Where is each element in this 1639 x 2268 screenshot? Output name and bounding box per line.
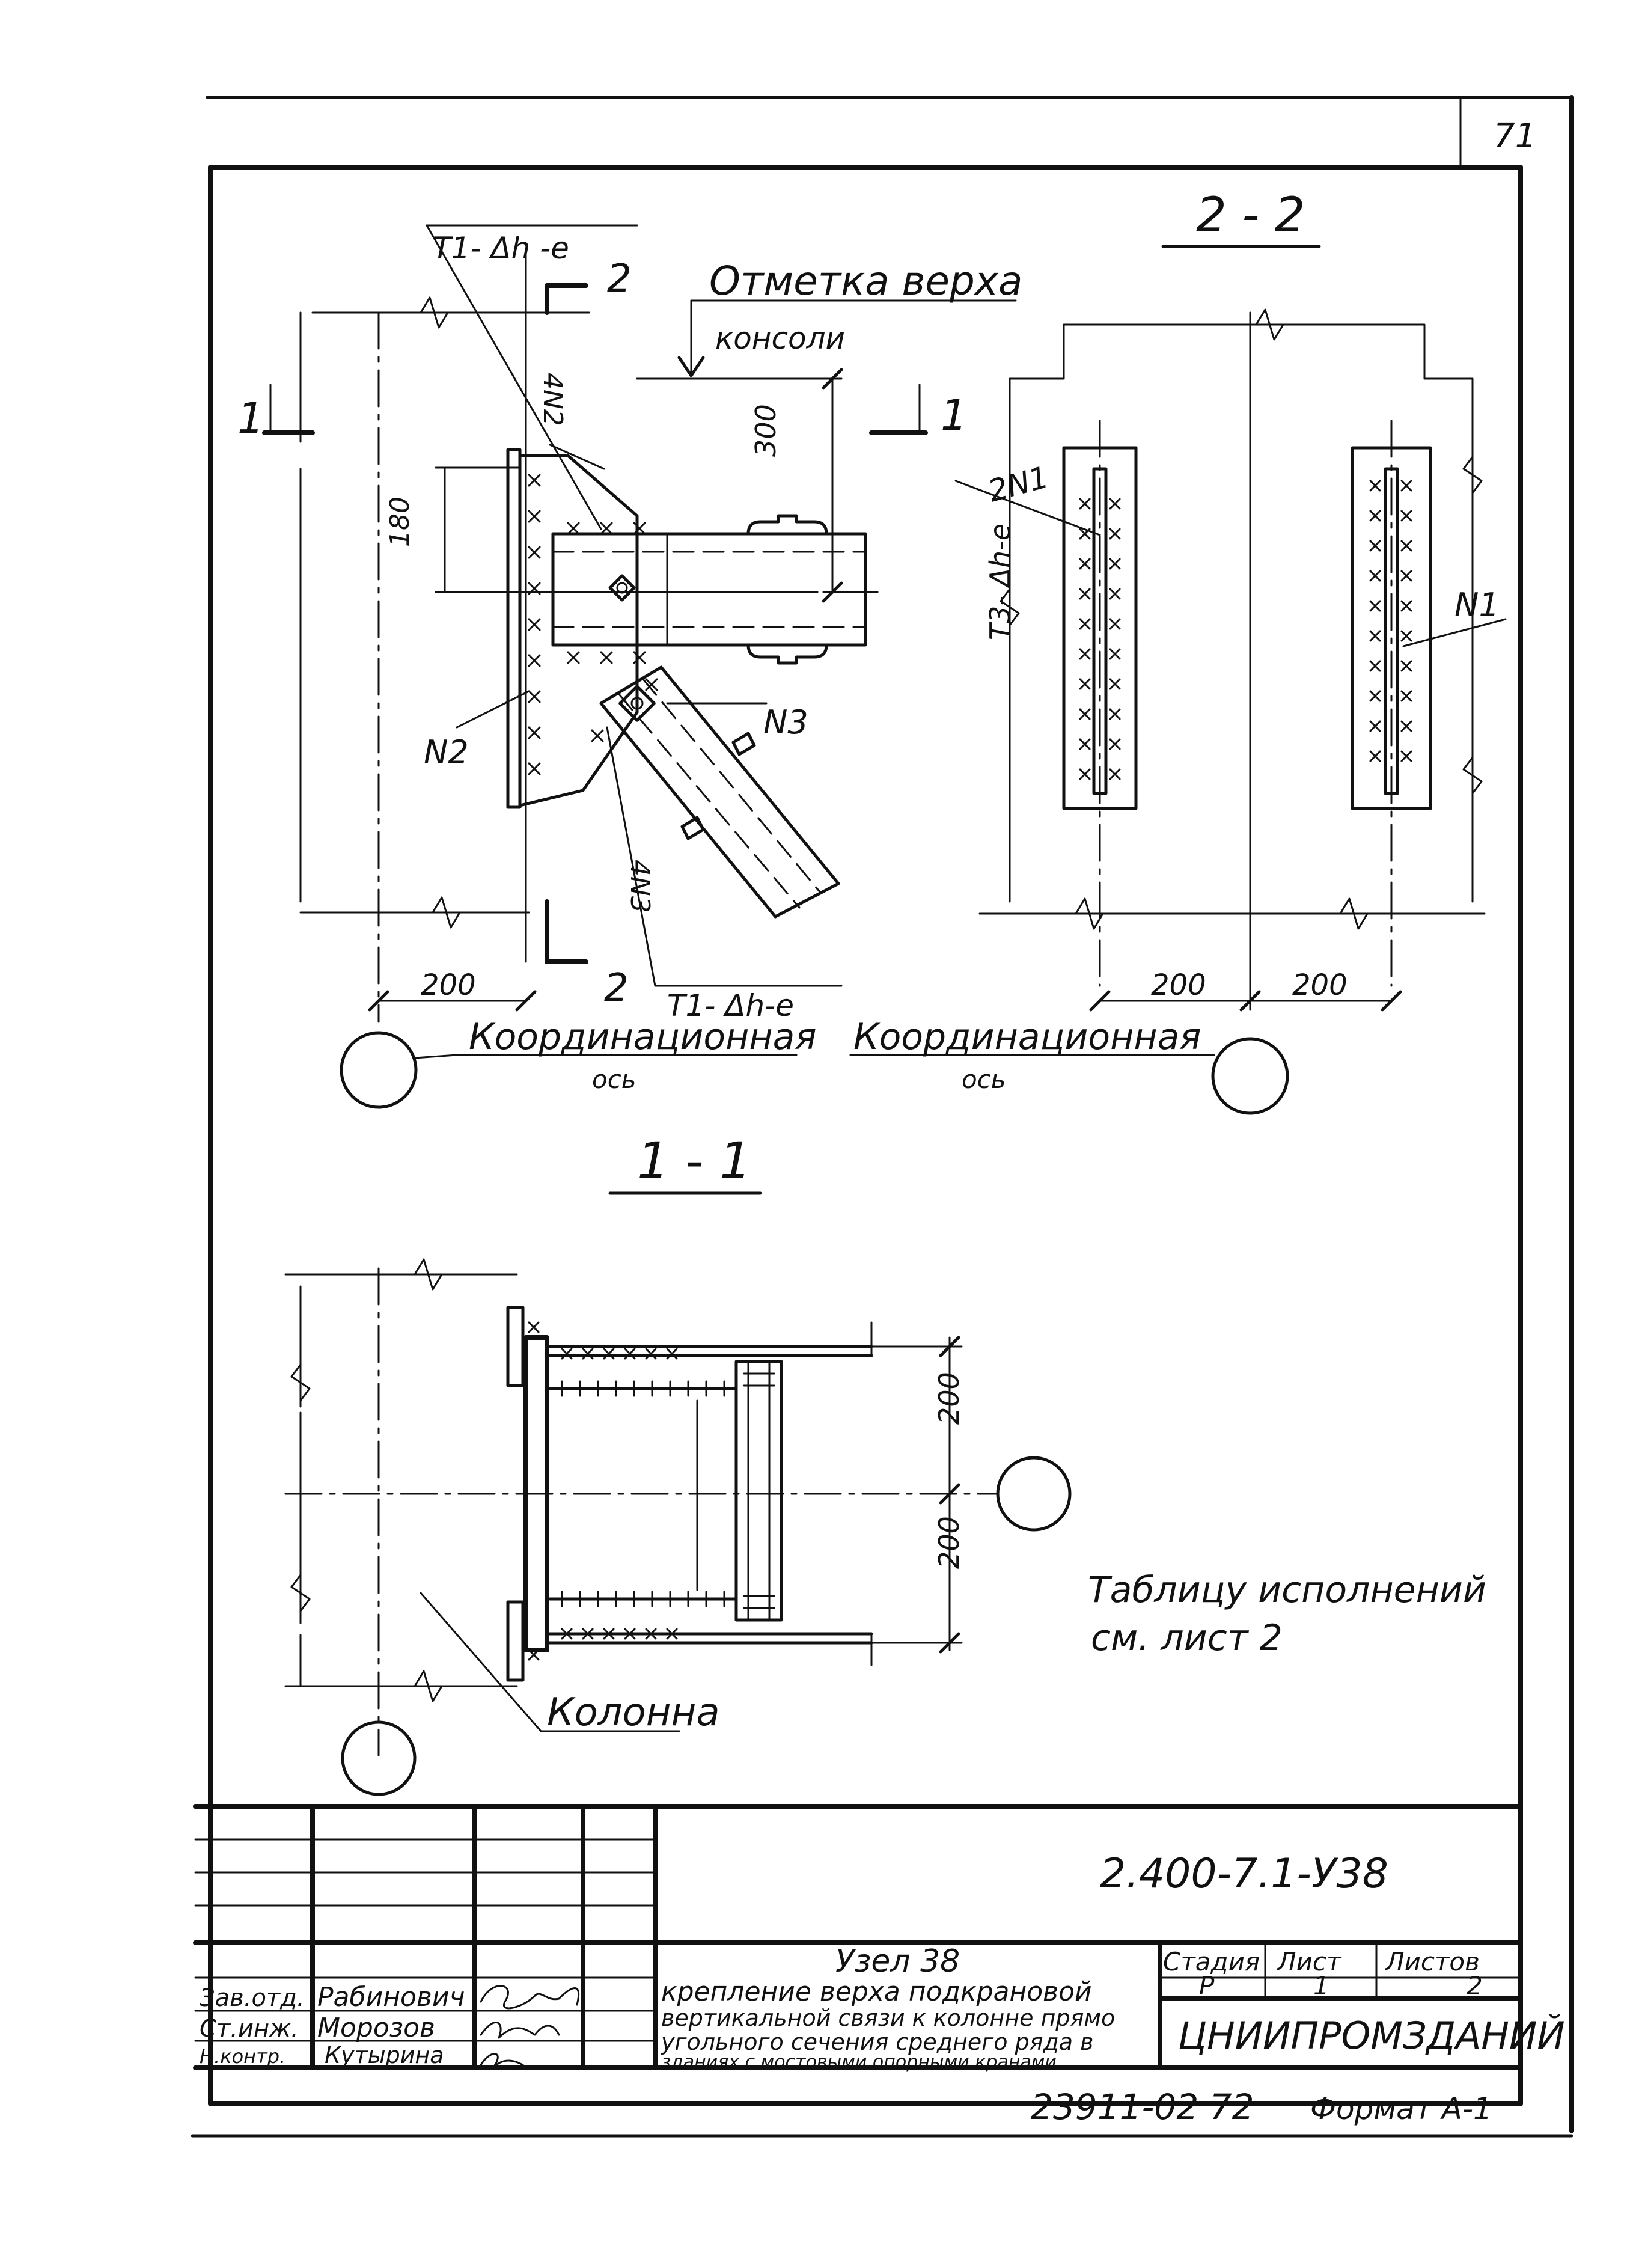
dim-200-mid: 200 xyxy=(1151,968,1206,1002)
weld-mid-label: Т3- Δh-е xyxy=(984,524,1016,640)
coord-axis-left-line1: Координационная xyxy=(469,1016,816,1058)
elevation-view xyxy=(262,224,1017,1023)
title-block xyxy=(193,1804,1523,2070)
top-mark-line2: консоли xyxy=(715,321,845,356)
section-1-1 xyxy=(284,1258,1072,1796)
pos-N1: N1 xyxy=(1454,586,1500,624)
view-2-2-title: 2 - 2 xyxy=(1196,187,1305,243)
stage-value: Р xyxy=(1199,1971,1215,2001)
coord-axis-right-line1: Координационная xyxy=(853,1016,1201,1058)
pos-2N1: 2N1 xyxy=(984,459,1052,509)
coordination-axes xyxy=(340,1031,1289,1115)
dim-200-right: 200 xyxy=(1292,968,1348,1002)
weld-top-label: Т1- Δh -е xyxy=(433,231,569,266)
sign-role-1: Зав.отд. xyxy=(200,1984,305,2012)
handwritten-signatures xyxy=(480,1985,580,2069)
stage-header: Стадия xyxy=(1163,1947,1260,1976)
sign-name-2: Морозов xyxy=(317,2013,435,2043)
pos-4N2: 4N2 xyxy=(537,373,568,426)
sheet-frame xyxy=(191,95,1574,2138)
dim-200-section-top: 200 xyxy=(933,1372,965,1425)
sign-name-3: Кутырина xyxy=(325,2042,444,2068)
sign-name-1: Рабинович xyxy=(317,1982,465,2013)
sheet-header: Лист xyxy=(1276,1947,1342,1976)
sheets-header: Листов xyxy=(1384,1947,1480,1976)
column-label: Колонна xyxy=(547,1690,720,1735)
pos-N3: N3 xyxy=(763,703,808,741)
dim-180: 180 xyxy=(385,497,415,547)
note-line2: см. лист 2 xyxy=(1091,1617,1283,1659)
top-mark-line1: Отметка верха xyxy=(709,258,1022,304)
description-line-1: крепление верха подкрановой xyxy=(661,1976,1092,2007)
sign-role-3: Н.контр. xyxy=(200,2045,285,2068)
organization: ЦНИИПРОМЗДАНИЙ xyxy=(1178,2013,1565,2058)
document-code: 2.400-7.1-У38 xyxy=(1100,1850,1388,1898)
sign-role-2: Ст.инж. xyxy=(200,2015,299,2043)
format-label: Формат А-1 xyxy=(1310,2091,1492,2126)
weld-bottom-label: Т1- Δh-е xyxy=(667,988,794,1023)
side-view xyxy=(954,308,1507,1012)
sheet-number: 71 xyxy=(1494,117,1536,156)
node-title: Узел 38 xyxy=(835,1943,960,1979)
cut-1-left: 1 xyxy=(237,394,264,443)
dim-300: 300 xyxy=(749,404,782,457)
dim-200-section-bottom: 200 xyxy=(933,1516,965,1569)
sheets-value: 2 xyxy=(1467,1971,1483,2001)
archive-number: 23911-02 72 xyxy=(1031,2086,1254,2127)
cut-2-bottom: 2 xyxy=(604,966,629,1010)
description-line-3: угольного сечения среднего ряда в xyxy=(661,2029,1094,2055)
cut-2-top: 2 xyxy=(607,257,632,301)
pos-N2: N2 xyxy=(424,733,469,771)
dim-200-left: 200 xyxy=(421,968,476,1002)
sheet-value: 1 xyxy=(1313,1971,1329,2001)
coord-axis-right-line2: ось xyxy=(962,1065,1006,1094)
description-line-2: вертикальной связи к колонне прямо xyxy=(661,2005,1115,2031)
pos-4N3: 4N3 xyxy=(624,860,655,913)
view-1-1-title: 1 - 1 xyxy=(637,1131,752,1190)
coord-axis-left-line2: ось xyxy=(592,1065,636,1094)
description-line-4: зданиях с мостовыми опорными кранами xyxy=(661,2052,1057,2073)
cut-1-right: 1 xyxy=(941,391,968,440)
note-line1: Таблицу исполнений xyxy=(1088,1569,1486,1611)
